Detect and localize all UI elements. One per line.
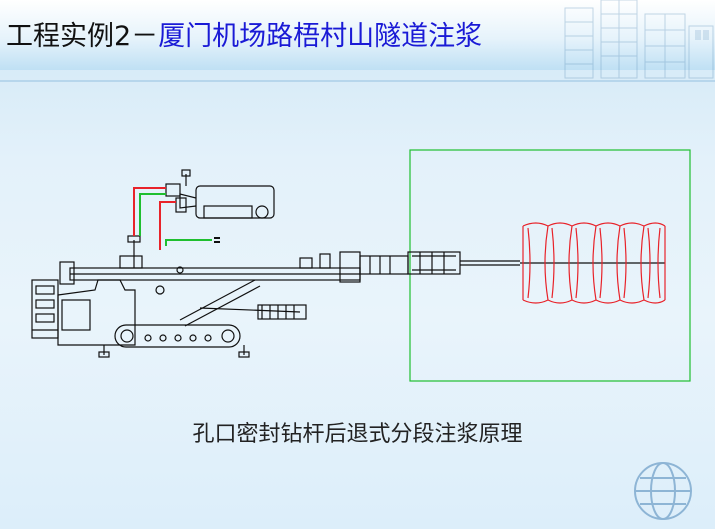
- grouting-diagram: [31, 149, 691, 382]
- drilling-rig: [31, 169, 665, 358]
- slide-title: 工程实例2－厦门机场路梧村山隧道注浆: [6, 14, 482, 53]
- title-prefix: 工程实例2－: [6, 21, 159, 52]
- diagram-caption: 孔口密封钻杆后退式分段注浆原理: [192, 422, 523, 447]
- company-logo-icon: [634, 462, 692, 520]
- header-rule: [0, 80, 715, 82]
- grout-zone-frame: [409, 149, 691, 382]
- hose-outlet: [214, 237, 220, 243]
- grout-bulb: [522, 222, 666, 304]
- building-watermark-icon: [564, 0, 714, 79]
- header-band: [0, 0, 715, 70]
- title-main: 厦门机场路梧村山隧道注浆: [158, 21, 483, 52]
- grout-hoses: [133, 187, 212, 250]
